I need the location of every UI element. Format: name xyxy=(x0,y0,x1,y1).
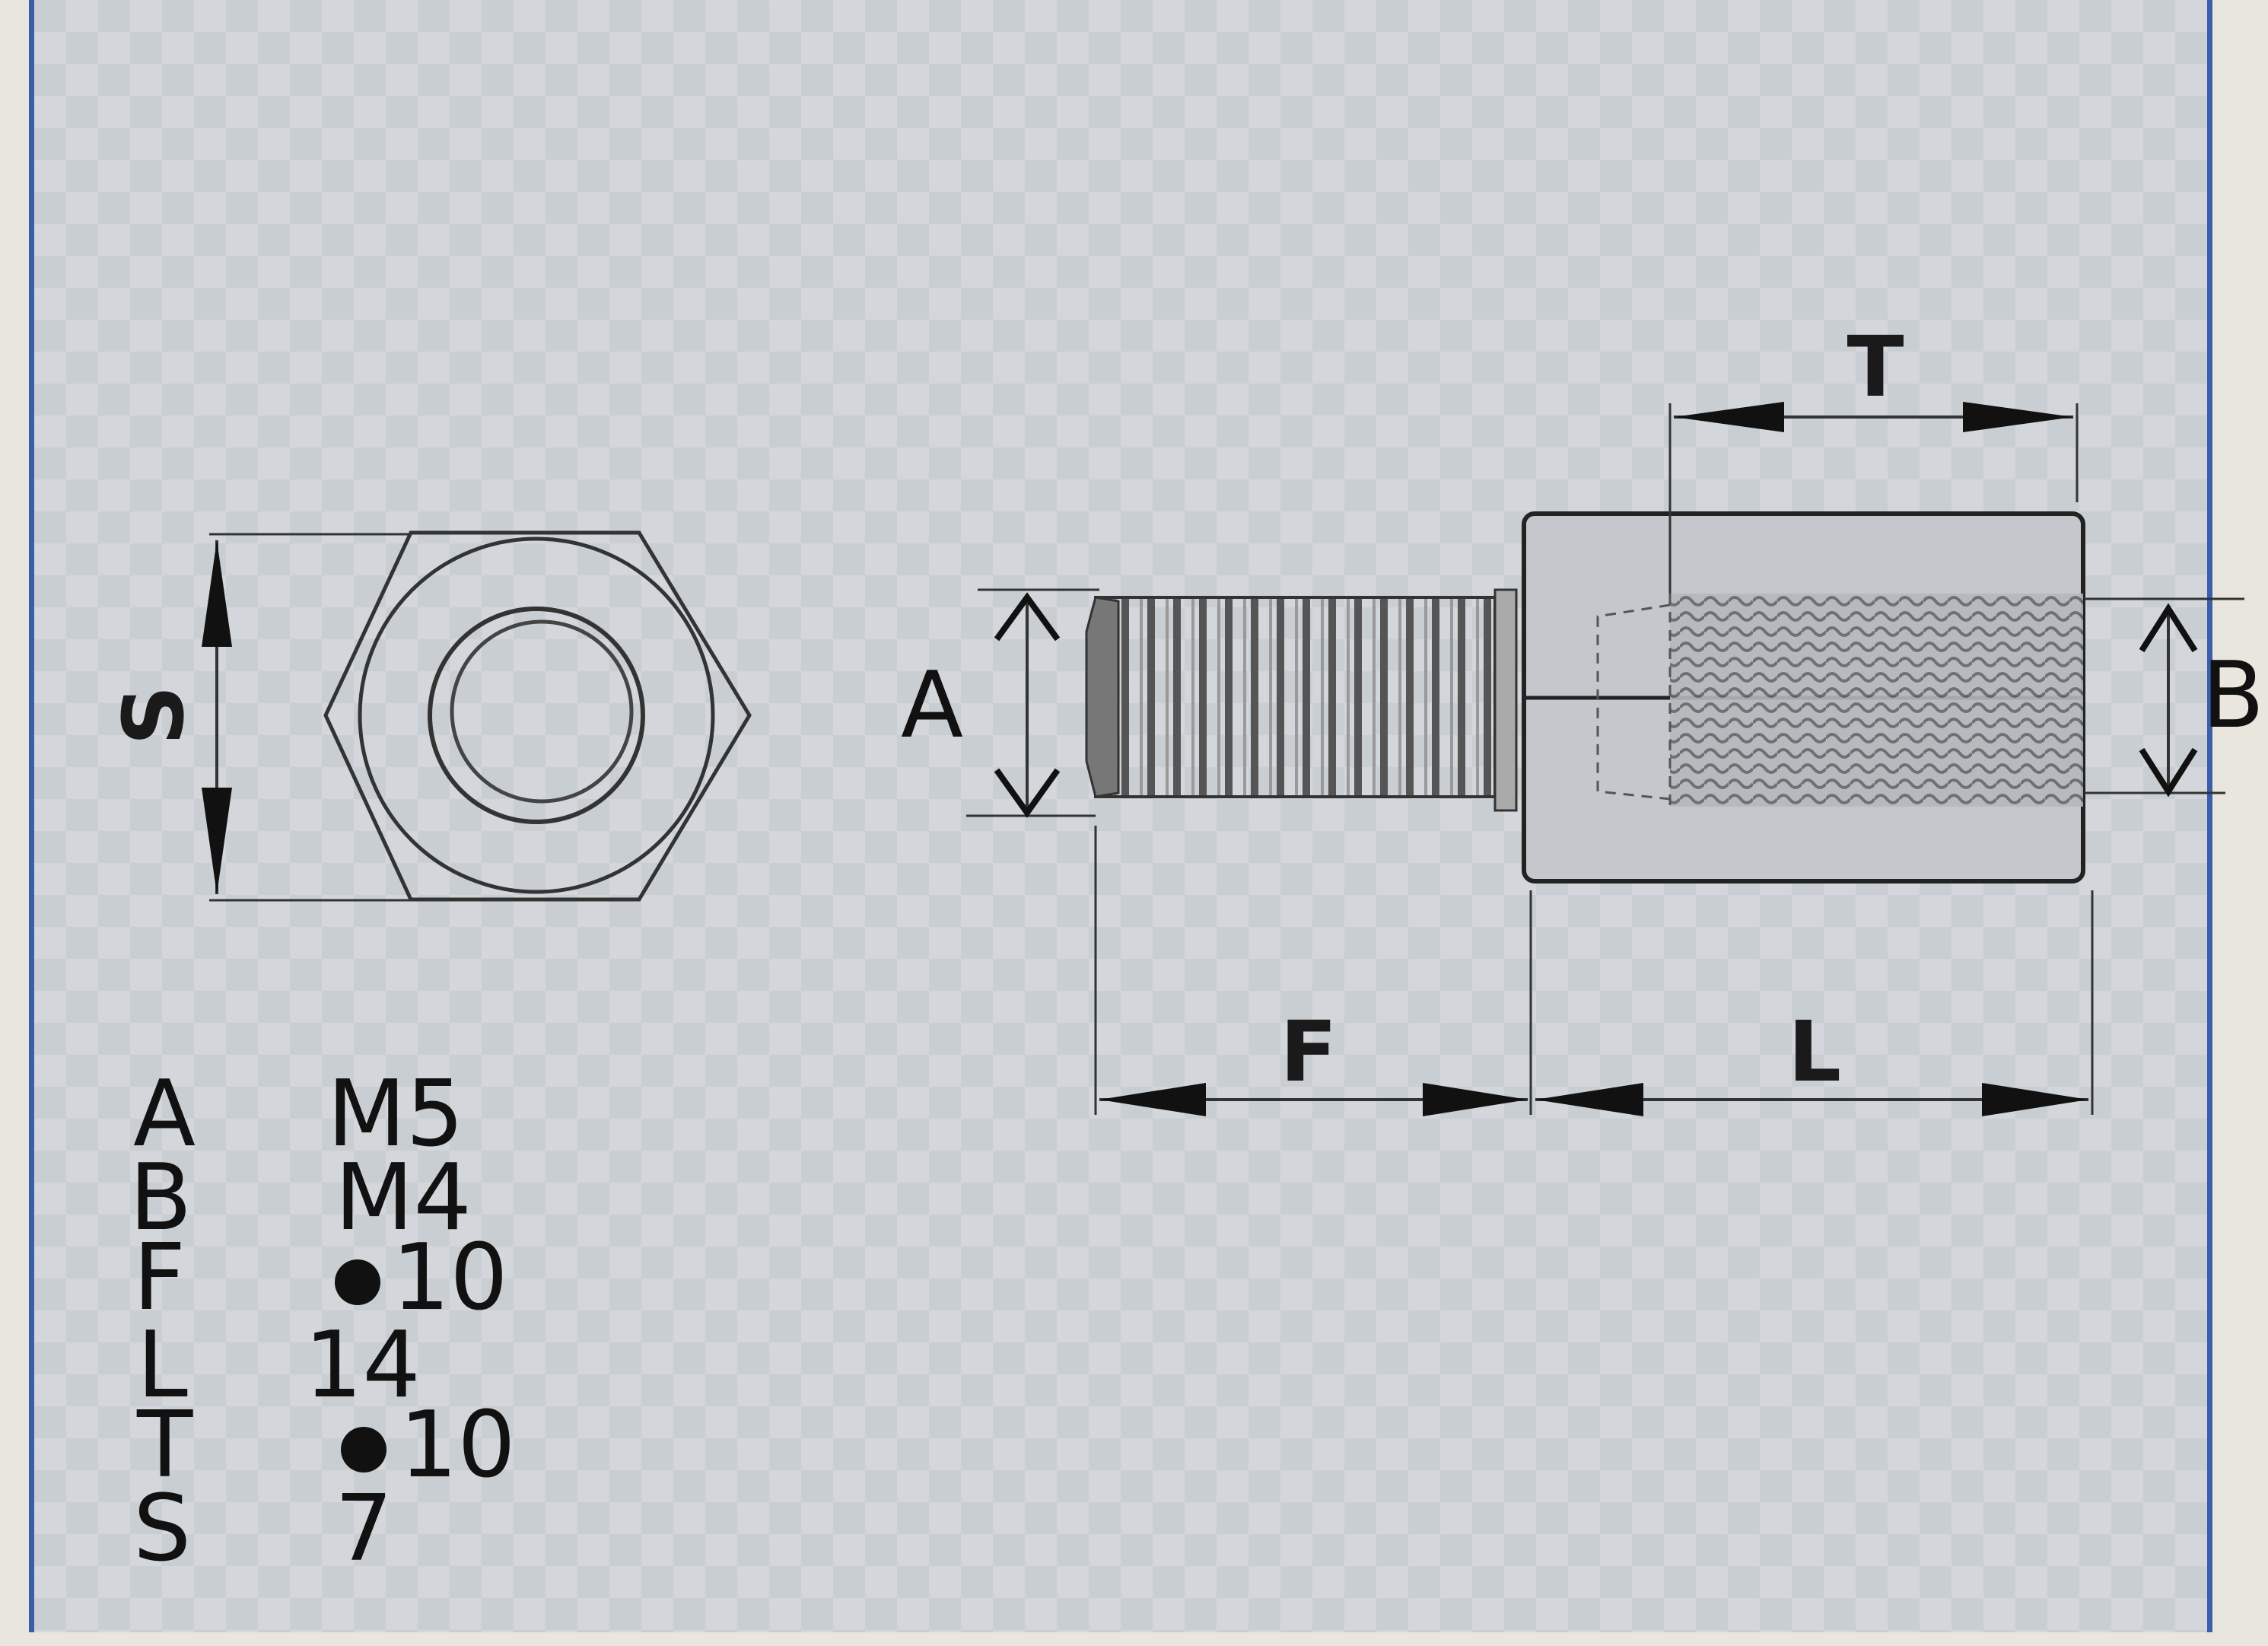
spec-key-l: L xyxy=(137,1313,188,1418)
dimension-b: B xyxy=(2085,597,2264,798)
spec-key-f: F xyxy=(133,1225,186,1331)
dimension-s: S xyxy=(105,533,411,902)
spec-value-f: 10 xyxy=(392,1225,508,1331)
spec-key-s: S xyxy=(133,1476,191,1582)
male-thread xyxy=(1085,588,1518,812)
spec-value-t: 10 xyxy=(399,1393,516,1498)
label-f: F xyxy=(1280,1003,1337,1100)
spec-value-b: M4 xyxy=(335,1145,472,1251)
label-l: L xyxy=(1788,1003,1841,1100)
label-b: B xyxy=(2202,643,2264,749)
ink-blot xyxy=(335,1259,380,1305)
spec-key-t: T xyxy=(136,1393,193,1498)
spec-value-a: M5 xyxy=(327,1062,464,1167)
spec-table: A M5 B M4 F 10 L 14 T 10 S 7 xyxy=(129,1062,516,1582)
spec-value-s: 7 xyxy=(335,1476,393,1582)
dimension-f: F xyxy=(1094,826,1532,1116)
spec-value-l: 14 xyxy=(304,1313,421,1418)
label-a: A xyxy=(901,653,963,759)
ink-blot xyxy=(341,1427,386,1472)
label-s: S xyxy=(105,685,202,745)
label-t: T xyxy=(1847,318,1904,415)
dimension-a: A xyxy=(901,588,1099,818)
spec-key-a: A xyxy=(133,1062,196,1167)
dimension-l: L xyxy=(1535,890,2094,1116)
dimension-t: T xyxy=(1668,318,2079,594)
spec-key-b: B xyxy=(129,1145,192,1251)
hex-body xyxy=(1522,511,2085,883)
hex-end-view xyxy=(323,530,752,902)
